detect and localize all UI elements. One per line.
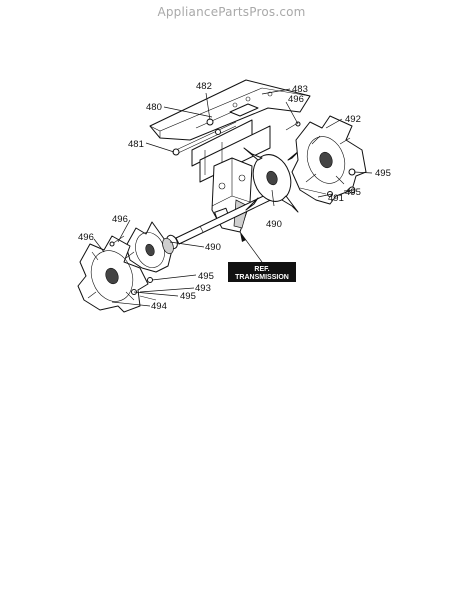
left-hardware bbox=[109, 235, 157, 301]
ref-line-2: TRANSMISSION bbox=[235, 274, 289, 281]
ref-transmission-callout: REF. TRANSMISSION bbox=[228, 231, 296, 282]
left-inner-tine bbox=[125, 221, 174, 273]
callout-480: 480 bbox=[146, 102, 162, 113]
callout-496-left-upper: 496 bbox=[112, 214, 128, 225]
callout-492: 492 bbox=[345, 114, 361, 125]
leader-lines bbox=[93, 88, 373, 307]
callout-482: 482 bbox=[196, 81, 212, 92]
callout-496-top: 496 bbox=[288, 94, 304, 105]
right-hardware bbox=[285, 121, 356, 197]
callout-481: 481 bbox=[128, 139, 144, 150]
callout-490-left: 490 bbox=[205, 242, 221, 253]
right-inner-tine bbox=[243, 147, 301, 213]
ref-line-1: REF. bbox=[254, 266, 269, 273]
callout-490-right: 490 bbox=[266, 219, 282, 230]
callout-495-left-lower: 495 bbox=[180, 291, 196, 302]
callout-496-left-lower: 496 bbox=[78, 232, 94, 243]
callout-491: 491 bbox=[328, 193, 344, 204]
left-outer-tine bbox=[77, 235, 149, 313]
callout-493: 493 bbox=[195, 283, 211, 294]
right-outer-tine bbox=[291, 115, 367, 205]
callout-483: 483 bbox=[292, 84, 308, 95]
callout-495-right-bottom: 495 bbox=[345, 187, 361, 198]
callout-labels: 480 481 482 483 496 492 495 495 491 490 … bbox=[78, 81, 391, 312]
callout-495-left-upper: 495 bbox=[198, 271, 214, 282]
tine-shield bbox=[149, 79, 311, 141]
watermark-text: AppliancePartsPros.com bbox=[157, 5, 306, 19]
callout-494: 494 bbox=[151, 301, 167, 312]
callout-495-right-top: 495 bbox=[375, 168, 391, 179]
